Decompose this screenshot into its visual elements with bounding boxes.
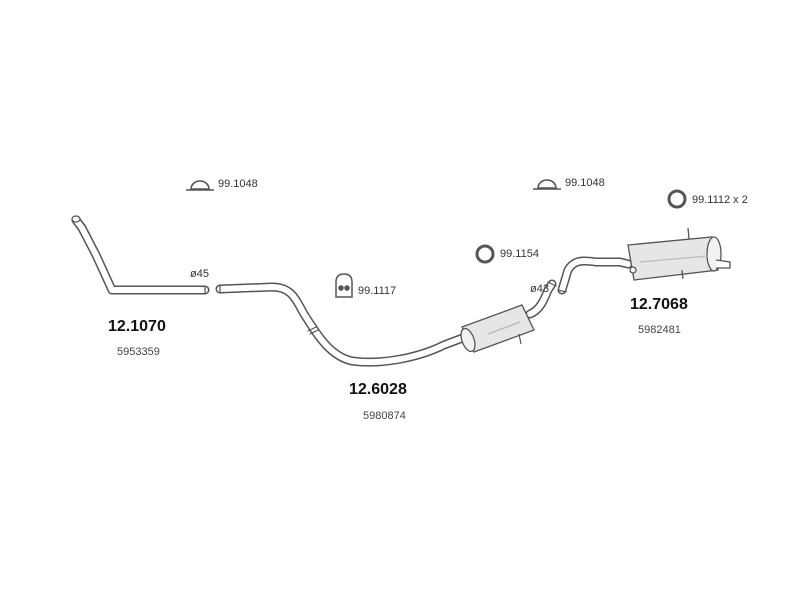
clamp-right-label: 99.1048 [565, 177, 605, 189]
oe-number-middle-pipe: 5980874 [363, 410, 406, 422]
front-pipe-12-1070 [71, 215, 210, 295]
ring-icon [667, 189, 687, 209]
rear-pipe-12-7068 [557, 256, 633, 295]
part-number-middle-pipe: 12.6028 [349, 381, 407, 398]
hanger-icon [335, 273, 353, 298]
ring-right-label: 99.1112 x 2 [692, 194, 748, 206]
part-number-front-pipe: 12.1070 [108, 318, 166, 335]
diameter-label-front: ø45 [190, 268, 209, 280]
ring-icon [475, 244, 495, 264]
diameter-label-middle: ø43 [530, 283, 549, 295]
clamp-left-label: 99.1048 [218, 178, 258, 190]
part-number-rear-muffler: 12.7068 [630, 296, 688, 313]
center-muffler [460, 304, 535, 353]
ring-middle-label: 99.1154 [500, 248, 539, 260]
rear-muffler [627, 227, 731, 281]
oe-number-rear-muffler: 5982481 [638, 324, 681, 336]
oe-number-front-pipe: 5953359 [117, 346, 160, 358]
clamp-icon [533, 179, 561, 190]
middle-pipe-12-6028 [215, 279, 557, 367]
hanger-label: 99.1117 [358, 285, 397, 297]
clamp-icon [186, 180, 214, 191]
